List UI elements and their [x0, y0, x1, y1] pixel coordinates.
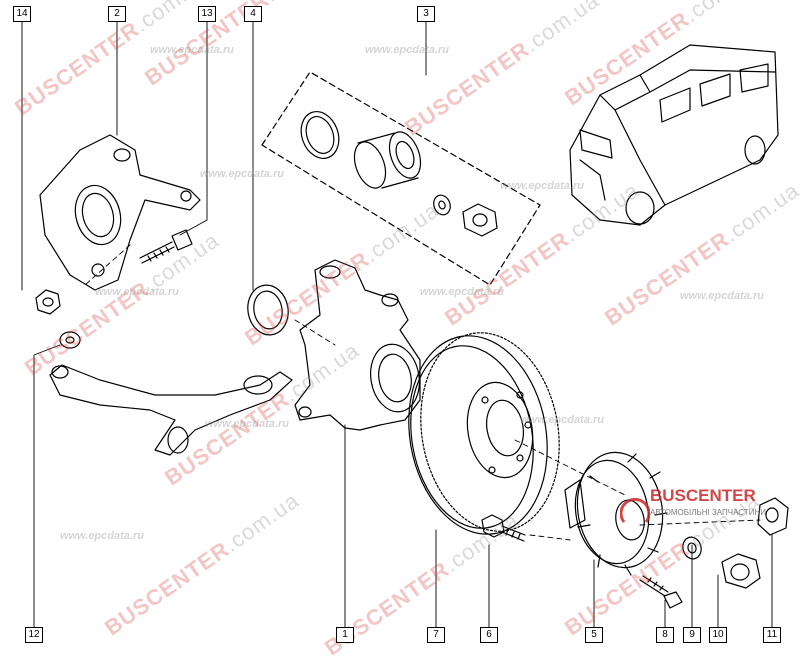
washer-12 [59, 331, 81, 349]
hub-nut [721, 553, 761, 589]
snap-ring-4 [247, 284, 289, 336]
callout-14: 14 [13, 6, 31, 22]
callout-11: 11 [763, 627, 781, 643]
bolt-13 [139, 229, 193, 264]
bearing-kit-group [261, 71, 541, 286]
callout-5: 5 [585, 627, 603, 643]
knuckle-upper [39, 134, 201, 291]
callout-9: 9 [683, 627, 701, 643]
cap-11 [757, 497, 789, 536]
lower-arm [49, 364, 293, 456]
callout-3: 3 [417, 6, 435, 22]
callout-8: 8 [656, 627, 674, 643]
wheel-hub [564, 451, 668, 576]
brake-disc [408, 332, 560, 535]
bolt-6 [481, 514, 526, 542]
van-illustration [569, 44, 779, 226]
callout-6: 6 [480, 627, 498, 643]
bolt-8 [639, 575, 683, 609]
nut-14 [35, 289, 61, 315]
callout-2: 2 [108, 6, 126, 22]
callout-12: 12 [25, 627, 43, 643]
callout-4: 4 [244, 6, 262, 22]
callout-1: 1 [336, 627, 354, 643]
leader-lines [21, 19, 773, 628]
callout-7: 7 [427, 627, 445, 643]
washer-9 [682, 536, 702, 560]
callout-13: 13 [198, 6, 216, 22]
knuckle-main [294, 259, 421, 431]
callout-10: 10 [709, 627, 727, 643]
